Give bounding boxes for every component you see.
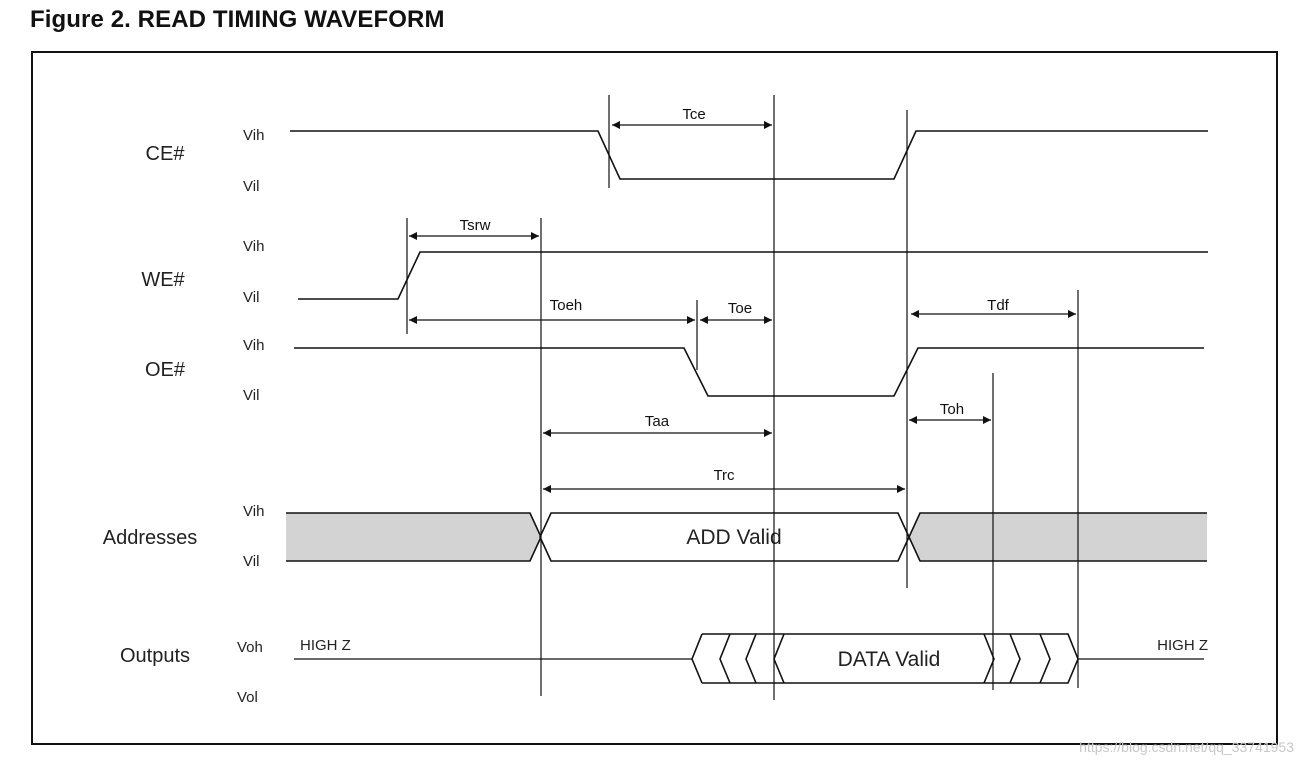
level-label-oe-vih: Vih: [243, 337, 264, 354]
signal-label-ce: CE#: [146, 143, 186, 165]
tdf-label: Tdf: [987, 297, 1010, 314]
output-transition-3: [773, 633, 785, 684]
toe-label: Toe: [728, 300, 752, 317]
level-label-out-vol: Vol: [237, 689, 258, 706]
level-label-oe-vil: Vil: [243, 387, 259, 404]
watermark: https://blog.csdn.net/qq_33741953: [1079, 739, 1294, 755]
address-invalid-right-outline: [908, 512, 1207, 562]
high-z-right-label: HIGH Z: [1157, 637, 1208, 654]
output-bus-right-end: [986, 633, 1079, 684]
taa-label: Taa: [645, 413, 670, 430]
signal-label-outputs: Outputs: [120, 645, 190, 667]
address-invalid-right: [909, 513, 1207, 561]
output-transition-4: [983, 633, 995, 684]
level-label-we-vil: Vil: [243, 289, 259, 306]
figure-title: Figure 2. READ TIMING WAVEFORM: [30, 6, 445, 33]
output-transition-6: [1039, 633, 1051, 684]
trc-label: Trc: [713, 467, 735, 484]
level-label-addr-vih: Vih: [243, 503, 264, 520]
signal-label-addresses: Addresses: [103, 527, 198, 549]
ce-waveform: [290, 130, 1208, 180]
signal-label-oe: OE#: [145, 359, 186, 381]
level-label-ce-vih: Vih: [243, 127, 264, 144]
level-label-out-voh: Voh: [237, 639, 263, 656]
toeh-label: Toeh: [550, 297, 583, 314]
high-z-left-label: HIGH Z: [300, 637, 351, 654]
data-valid-label: DATA Valid: [838, 648, 941, 671]
output-transition-1: [719, 633, 731, 684]
toh-label: Toh: [940, 401, 964, 418]
address-invalid-left: [286, 513, 541, 561]
diagram-frame: [31, 51, 1278, 745]
output-transition-5: [1009, 633, 1021, 684]
tce-label: Tce: [682, 106, 705, 123]
level-label-ce-vil: Vil: [243, 178, 259, 195]
we-waveform: [298, 251, 1208, 300]
output-bus-left-end: [691, 633, 703, 684]
oe-waveform: [294, 347, 1204, 397]
tsrw-label: Tsrw: [460, 217, 491, 234]
add-valid-label: ADD Valid: [686, 526, 781, 549]
output-transition-2: [745, 633, 757, 684]
level-label-we-vih: Vih: [243, 238, 264, 255]
level-label-addr-vil: Vil: [243, 553, 259, 570]
address-valid-window: [539, 512, 910, 562]
signal-label-we: WE#: [141, 269, 185, 291]
